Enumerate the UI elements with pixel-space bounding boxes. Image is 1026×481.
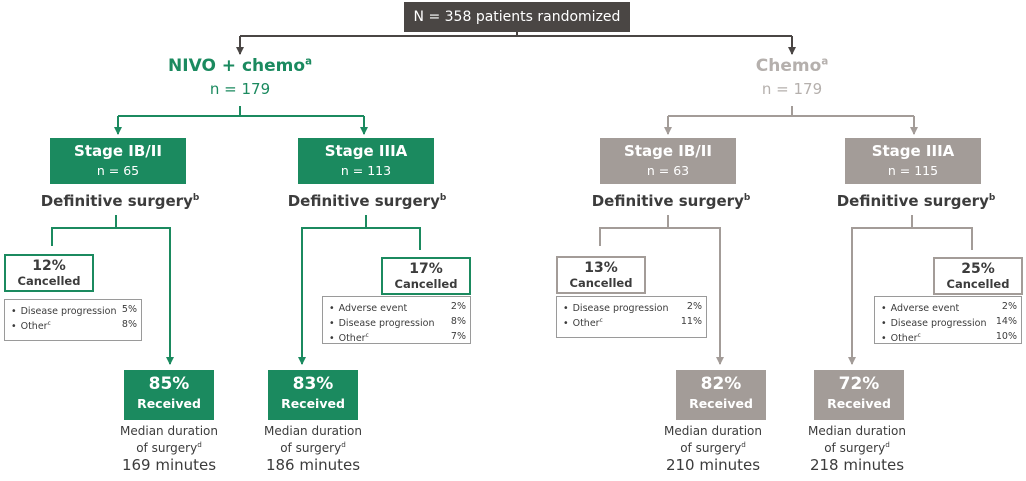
nivo-iiia-surgery-label: Definitive surgeryb <box>287 192 447 210</box>
chemo-iiia-surgery-label: Definitive surgeryb <box>836 192 996 210</box>
chemo-stage-ib-ii-box: Stage IB/II n = 63 <box>600 138 736 184</box>
chemo-ib-ii-cancelled-box: 13% Cancelled <box>556 256 646 294</box>
nivo-ib-ii-received-box: 85% Received <box>124 370 214 420</box>
nivo-stage-iiia-box: Stage IIIA n = 113 <box>298 138 434 184</box>
nivo-stage-ib-ii-box: Stage IB/II n = 65 <box>50 138 186 184</box>
randomized-header-box: N = 358 patients randomized <box>404 2 630 32</box>
chemo-iiia-duration: Median duration of surgeryd 218 minutes <box>808 424 906 474</box>
chemo-iiia-received-box: 72% Received <box>814 370 904 420</box>
chemo-stage-iiia-box: Stage IIIA n = 115 <box>845 138 981 184</box>
nivo-ib-ii-surgery-label: Definitive surgeryb <box>40 192 200 210</box>
nivo-ib-ii-cancelled-box: 12% Cancelled <box>4 254 94 292</box>
chemo-arm-title: Chemoa <box>755 56 829 76</box>
nivo-iiia-cancelled-box: 17% Cancelled <box>381 257 471 295</box>
randomized-header-text: N = 358 patients randomized <box>413 9 621 25</box>
nivo-arm-title: NIVO + chemoa <box>168 56 312 76</box>
chemo-arm-n: n = 179 <box>761 80 823 98</box>
chemo-ib-ii-duration: Median duration of surgeryd 210 minutes <box>664 424 762 474</box>
chemo-ib-ii-surgery-label: Definitive surgeryb <box>591 192 751 210</box>
nivo-ib-ii-duration: Median duration of surgeryd 169 minutes <box>120 424 218 474</box>
nivo-iiia-received-box: 83% Received <box>268 370 358 420</box>
nivo-iiia-duration: Median duration of surgeryd 186 minutes <box>264 424 362 474</box>
chemo-ib-ii-received-box: 82% Received <box>676 370 766 420</box>
nivo-arm-n: n = 179 <box>209 80 271 98</box>
chemo-iiia-cancelled-box: 25% Cancelled <box>933 257 1023 295</box>
